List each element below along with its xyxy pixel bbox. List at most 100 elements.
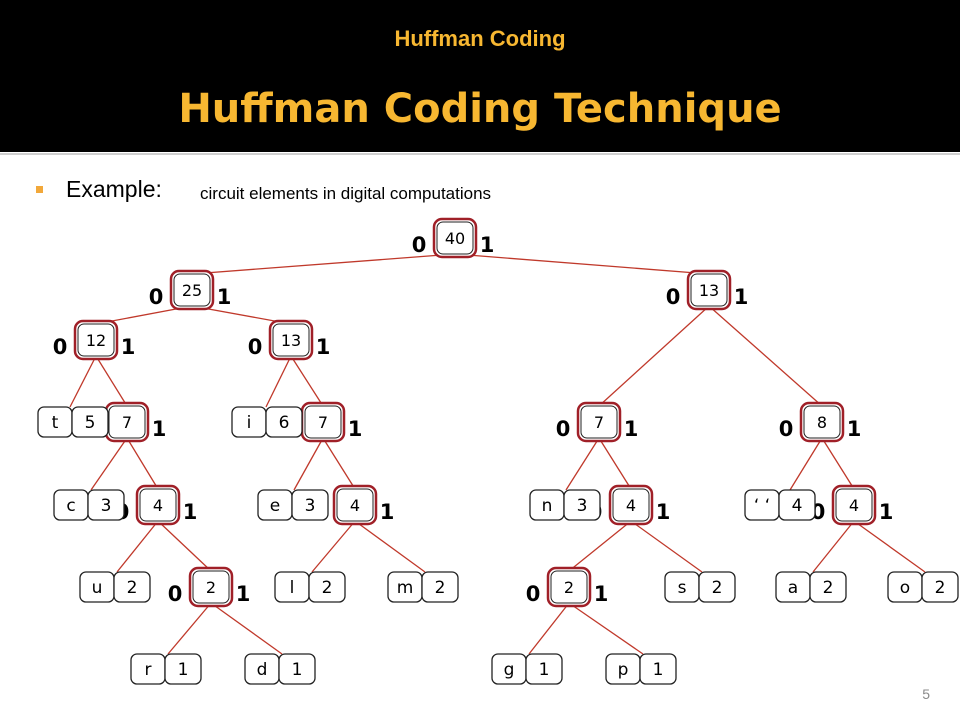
bullet-icon — [36, 186, 43, 193]
edge-n4c-s — [630, 520, 703, 573]
edge-n4d-a — [812, 520, 855, 573]
tree-node-n4c: 4 — [608, 484, 654, 526]
edge-n13r-n7c — [598, 305, 710, 407]
node-value: 4 — [626, 496, 636, 515]
edge-bit-label: 1 — [183, 500, 198, 524]
node-value: 7 — [122, 413, 132, 432]
edge-bit-label: 1 — [152, 417, 167, 441]
edge-bit-label: 1 — [734, 285, 749, 309]
leaf-space: ‘ ‘4 — [744, 489, 816, 521]
leaf-symbol: n — [542, 496, 553, 516]
leaf-symbol: i — [247, 413, 252, 433]
leaf-symbol: d — [257, 660, 268, 680]
tree-node-n12: 12 — [73, 319, 119, 361]
leaf-symbol: r — [145, 660, 152, 680]
node-value: 40 — [445, 229, 465, 248]
leaf-count: 2 — [712, 578, 723, 598]
node-value: 7 — [594, 413, 604, 432]
edge-n13l-i — [265, 355, 292, 408]
leaf-count: 1 — [653, 660, 664, 680]
edge-bit-label: 1 — [316, 335, 331, 359]
edge-bit-label: 0 — [556, 417, 571, 441]
tree-node-n2b: 2 — [546, 566, 592, 608]
leaf-count: 3 — [305, 496, 316, 516]
tree-node-n7c: 7 — [576, 401, 622, 443]
page-number: 5 — [922, 686, 930, 702]
leaf-count: 1 — [292, 660, 303, 680]
edge-bit-label: 1 — [480, 233, 495, 257]
leaf-symbol: c — [66, 496, 75, 516]
tree-node-n13l: 13 — [268, 319, 314, 361]
tree-node-n8: 8 — [799, 401, 845, 443]
tree-node-n13r: 13 — [686, 269, 732, 311]
node-value: 4 — [350, 496, 360, 515]
edge-n7c-n — [565, 437, 600, 491]
edge-n7b-e — [293, 437, 324, 491]
slide-title: Huffman Coding Technique — [178, 86, 782, 132]
edge-n7b-n4b — [322, 437, 356, 490]
edge-bit-label: 1 — [624, 417, 639, 441]
leaf-count: 2 — [322, 578, 333, 598]
leaf-count: 6 — [279, 413, 290, 433]
edge-bit-label: 1 — [380, 500, 395, 524]
edge-bit-label: 1 — [236, 582, 251, 606]
edge-n4b-m — [354, 520, 426, 573]
edge-bit-label: 1 — [879, 500, 894, 524]
edge-bit-label: 1 — [121, 335, 136, 359]
tree-node-n7b: 7 — [300, 401, 346, 443]
edge-bit-label: 0 — [779, 417, 794, 441]
slide-header: Huffman Coding Huffman Coding Technique — [0, 0, 960, 152]
leaf-symbol: o — [900, 578, 910, 598]
edge-n13l-n7b — [290, 355, 324, 407]
edge-bit-label: 1 — [348, 417, 363, 441]
edge-bit-label: 0 — [168, 582, 183, 606]
edge-n4a-u — [116, 520, 159, 573]
edge-n40-n25 — [191, 253, 456, 275]
leaf-symbol: e — [270, 496, 280, 516]
edge-bit-label: 0 — [526, 582, 541, 606]
edge-n2b-p — [568, 602, 644, 655]
leaf-symbol: p — [618, 660, 629, 680]
leaf-symbol: m — [397, 578, 414, 598]
edge-n7a-c — [90, 437, 128, 491]
edge-n40-n13r — [454, 253, 710, 275]
tree-node-n4d: 4 — [831, 484, 877, 526]
leaf-count: 3 — [101, 496, 112, 516]
example-text: circuit elements in digital computations — [200, 184, 492, 203]
edge-bit-labels: 010101010101010101010101010101 — [53, 233, 894, 606]
example-label: Example: — [66, 176, 162, 202]
leaf-symbol: a — [788, 578, 798, 598]
tree-node-n7a: 7 — [104, 401, 150, 443]
edge-n7a-n4a — [126, 437, 159, 490]
edge-n8-space — [789, 437, 823, 491]
leaf-symbol: l — [290, 578, 295, 598]
leaf-count: 5 — [85, 413, 96, 433]
leaf-count: 2 — [823, 578, 834, 598]
edge-bit-label: 0 — [666, 285, 681, 309]
node-value: 13 — [699, 281, 719, 300]
tree-node-n2a: 2 — [188, 566, 234, 608]
leaf-symbol: g — [504, 660, 515, 680]
edge-bit-label: 1 — [656, 500, 671, 524]
tree-node-n40: 40 — [432, 217, 478, 259]
edge-n8-n4d — [821, 437, 855, 490]
tree-node-n4b: 4 — [332, 484, 378, 526]
leaf-symbol: u — [92, 578, 103, 598]
edge-bit-label: 0 — [53, 335, 68, 359]
tree-node-n25: 25 — [169, 269, 215, 311]
node-value: 7 — [318, 413, 328, 432]
leaf-count: 2 — [127, 578, 138, 598]
node-value: 8 — [817, 413, 827, 432]
edge-n12-t — [69, 355, 97, 408]
leaf-count: 2 — [435, 578, 446, 598]
edge-bit-label: 0 — [248, 335, 263, 359]
node-value: 4 — [849, 496, 859, 515]
